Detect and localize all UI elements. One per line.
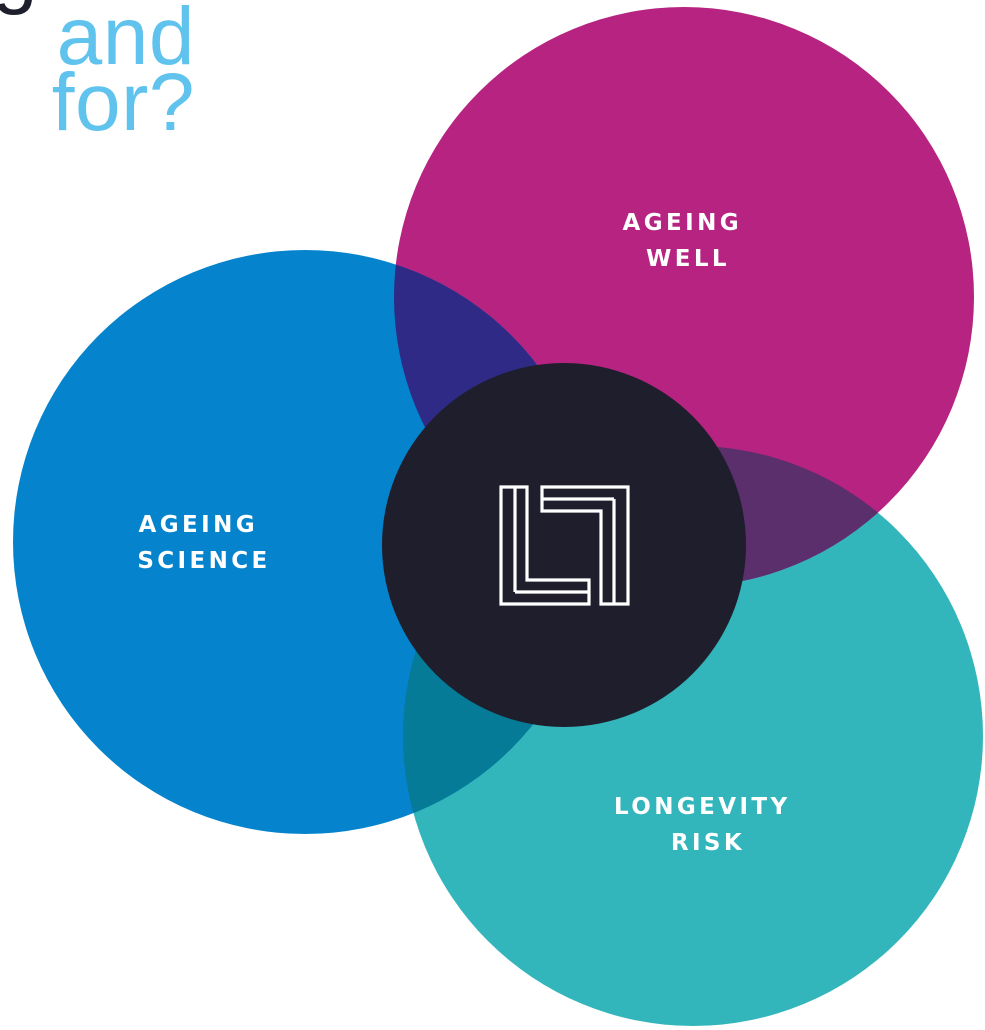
page-heading: ngress and for? xyxy=(0,0,195,148)
ageing-science-label-line-1: AGEING xyxy=(139,512,258,538)
longevity-risk-label-line-2: RISK xyxy=(671,830,745,856)
center-circle xyxy=(382,363,746,727)
ageing-science-label: AGEING SCIENCE xyxy=(137,512,270,574)
heading-line-2: and xyxy=(56,0,195,82)
ageing-well-label-line-1: AGEING xyxy=(623,210,742,236)
ageing-well-label-line-2: WELL xyxy=(646,246,730,272)
ageing-science-label-line-2: SCIENCE xyxy=(137,548,270,574)
heading-line-3: for? xyxy=(51,57,195,148)
ageing-well-label: AGEING WELL xyxy=(623,210,754,272)
ls-monogram-logo-icon xyxy=(499,485,630,606)
longevity-risk-label: LONGEVITY RISK xyxy=(614,794,802,856)
longevity-risk-label-line-1: LONGEVITY xyxy=(614,794,791,820)
